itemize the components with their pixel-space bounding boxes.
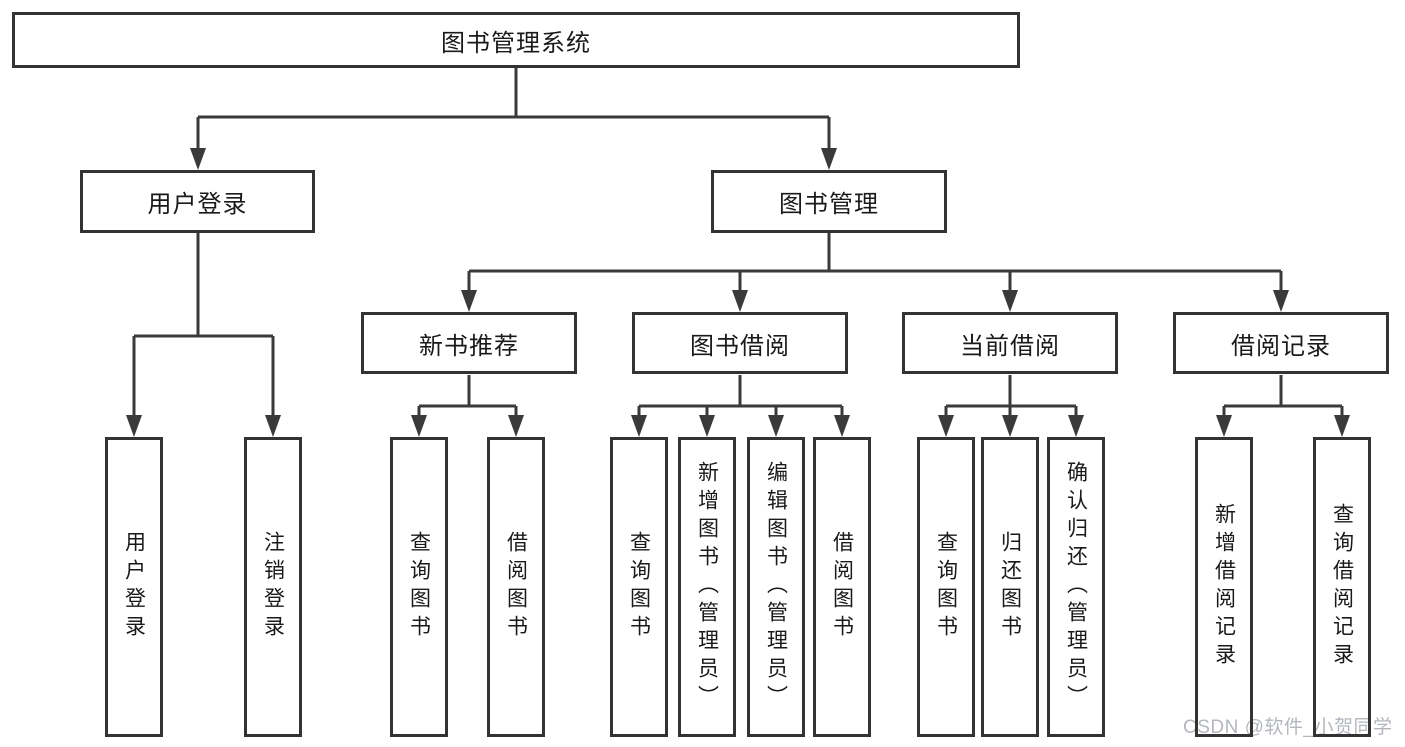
arrowhead-icon bbox=[938, 415, 954, 437]
leaf-user-login: 用户登录 bbox=[105, 437, 163, 737]
arrowhead-icon bbox=[1002, 415, 1018, 437]
leaf-add-book-admin: 新增图书（管理员） bbox=[678, 437, 736, 737]
node-library-management-system: 图书管理系统 bbox=[12, 12, 1020, 68]
arrowhead-icon bbox=[1216, 415, 1232, 437]
arrowhead-icon bbox=[699, 415, 715, 437]
connector-new-book bbox=[417, 375, 518, 417]
node-label: 查询图书 bbox=[407, 531, 431, 643]
node-label: 用户登录 bbox=[147, 191, 248, 218]
arrowhead-icon bbox=[631, 415, 647, 437]
node-label: 借阅图书 bbox=[504, 531, 528, 643]
node-label: 借阅记录 bbox=[1231, 332, 1331, 360]
leaf-confirm-return-admin: 确认归还（管理员） bbox=[1047, 437, 1105, 737]
leaf-return-book: 归还图书 bbox=[981, 437, 1039, 737]
connector-borrow-record bbox=[1222, 375, 1344, 417]
node-label: 查询借阅记录 bbox=[1330, 503, 1354, 671]
node-label: 新增借阅记录 bbox=[1212, 503, 1236, 671]
arrowhead-icon bbox=[126, 415, 142, 437]
node-label: 当前借阅 bbox=[960, 332, 1060, 360]
node-new-book-recommend: 新书推荐 bbox=[361, 312, 577, 374]
arrowhead-icon bbox=[508, 415, 524, 437]
node-label: 编辑图书（管理员） bbox=[764, 461, 788, 713]
connector-root bbox=[196, 68, 831, 150]
arrowhead-icon bbox=[1068, 415, 1084, 437]
node-label: 查询图书 bbox=[627, 531, 651, 643]
connector-book-manage bbox=[467, 233, 1283, 291]
connector-book-borrow bbox=[637, 375, 844, 417]
node-book-borrow: 图书借阅 bbox=[632, 312, 848, 374]
leaf-borrow-book: 借阅图书 bbox=[813, 437, 871, 737]
node-label: 图书管理系统 bbox=[441, 29, 591, 57]
leaf-borrow-book-newbook: 借阅图书 bbox=[487, 437, 545, 737]
leaf-query-book-current: 查询图书 bbox=[917, 437, 975, 737]
leaf-add-borrow-record: 新增借阅记录 bbox=[1195, 437, 1253, 737]
node-label: 查询图书 bbox=[934, 531, 958, 643]
arrowhead-icon bbox=[461, 290, 477, 312]
arrowhead-icon bbox=[768, 415, 784, 437]
arrowhead-icon bbox=[732, 290, 748, 312]
arrowhead-icon bbox=[834, 415, 850, 437]
node-label: 注销登录 bbox=[261, 531, 285, 643]
node-label: 新书推荐 bbox=[419, 332, 519, 360]
connector-current-borrow bbox=[944, 375, 1078, 417]
leaf-edit-book-admin: 编辑图书（管理员） bbox=[747, 437, 805, 737]
arrowhead-icon bbox=[1334, 415, 1350, 437]
csdn-watermark: CSDN @软件_小贺同学 bbox=[1183, 717, 1393, 738]
node-label: 用户登录 bbox=[122, 531, 146, 643]
node-label: 新增图书（管理员） bbox=[695, 461, 719, 713]
node-label: 确认归还（管理员） bbox=[1064, 461, 1088, 713]
leaf-query-borrow-record: 查询借阅记录 bbox=[1313, 437, 1371, 737]
arrowhead-icon bbox=[265, 415, 281, 437]
node-borrow-record: 借阅记录 bbox=[1173, 312, 1389, 374]
node-book-manage: 图书管理 bbox=[711, 170, 947, 233]
leaf-logout-login: 注销登录 bbox=[244, 437, 302, 737]
node-label: 图书管理 bbox=[779, 191, 879, 218]
arrowhead-icon bbox=[1273, 290, 1289, 312]
leaf-query-book-newbook: 查询图书 bbox=[390, 437, 448, 737]
leaf-query-book-borrow: 查询图书 bbox=[610, 437, 668, 737]
node-label: 借阅图书 bbox=[830, 531, 854, 643]
arrowhead-icon bbox=[1002, 290, 1018, 312]
arrowhead-icon bbox=[190, 148, 206, 170]
node-label: 归还图书 bbox=[998, 531, 1022, 643]
node-label: 图书借阅 bbox=[690, 332, 790, 360]
arrowhead-icon bbox=[411, 415, 427, 437]
arrowhead-icon bbox=[821, 148, 837, 170]
node-current-borrow: 当前借阅 bbox=[902, 312, 1118, 374]
node-user-login: 用户登录 bbox=[80, 170, 315, 233]
connector-user-login bbox=[132, 233, 275, 417]
